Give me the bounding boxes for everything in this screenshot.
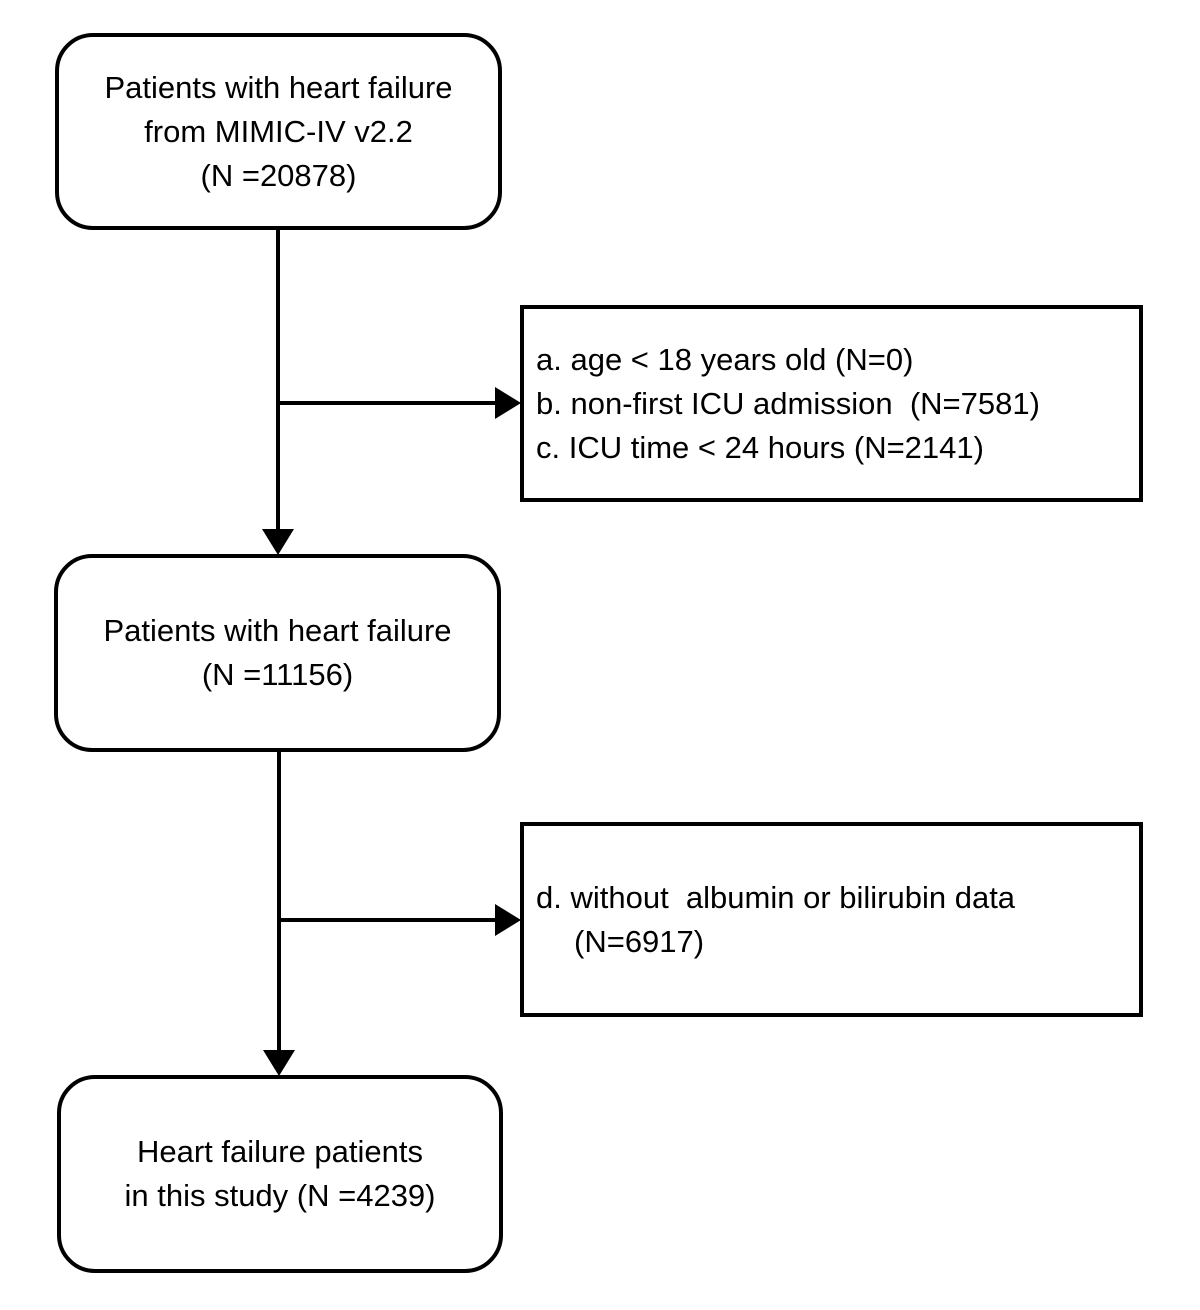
connector-vertical-1 — [276, 228, 280, 530]
node-exclusion-criteria-2: d. without albumin or bilirubin data (N=… — [520, 822, 1143, 1017]
node-final-cohort: Heart failure patients in this study (N … — [57, 1075, 503, 1273]
arrowhead-down-2 — [263, 1050, 295, 1076]
node-text-line: d. without albumin or bilirubin data — [536, 879, 1016, 915]
node-text-line: from MIMIC-IV v2.2 — [144, 113, 413, 149]
node-text-line: c. ICU time < 24 hours (N=2141) — [536, 429, 984, 465]
node-exclusion-criteria-1: a. age < 18 years old (N=0) b. non-first… — [520, 305, 1143, 502]
node-text-line: b. non-first ICU admission (N=7581) — [536, 385, 1040, 421]
arrowhead-right-1 — [495, 387, 521, 419]
node-text-line: Patients with heart failure — [103, 613, 452, 648]
arrowhead-down-1 — [262, 529, 294, 555]
connector-horizontal-1 — [277, 401, 497, 405]
arrowhead-right-2 — [495, 904, 521, 936]
connector-horizontal-2 — [278, 918, 497, 922]
connector-vertical-2 — [277, 750, 281, 1051]
node-text-line: (N=6917) — [574, 923, 705, 959]
node-text-line: Heart failure patients — [136, 1134, 424, 1169]
node-source-population: Patients with heart failure from MIMIC-I… — [55, 33, 502, 230]
node-text-line: (N =20878) — [200, 157, 357, 193]
node-text-line: Patients with heart failure — [104, 69, 453, 105]
node-cohort: Patients with heart failure (N =11156) — [54, 554, 501, 752]
node-text-line: in this study (N =4239) — [124, 1178, 436, 1213]
node-text-line: a. age < 18 years old (N=0) — [536, 341, 914, 377]
node-text-line: (N =11156) — [201, 657, 354, 692]
